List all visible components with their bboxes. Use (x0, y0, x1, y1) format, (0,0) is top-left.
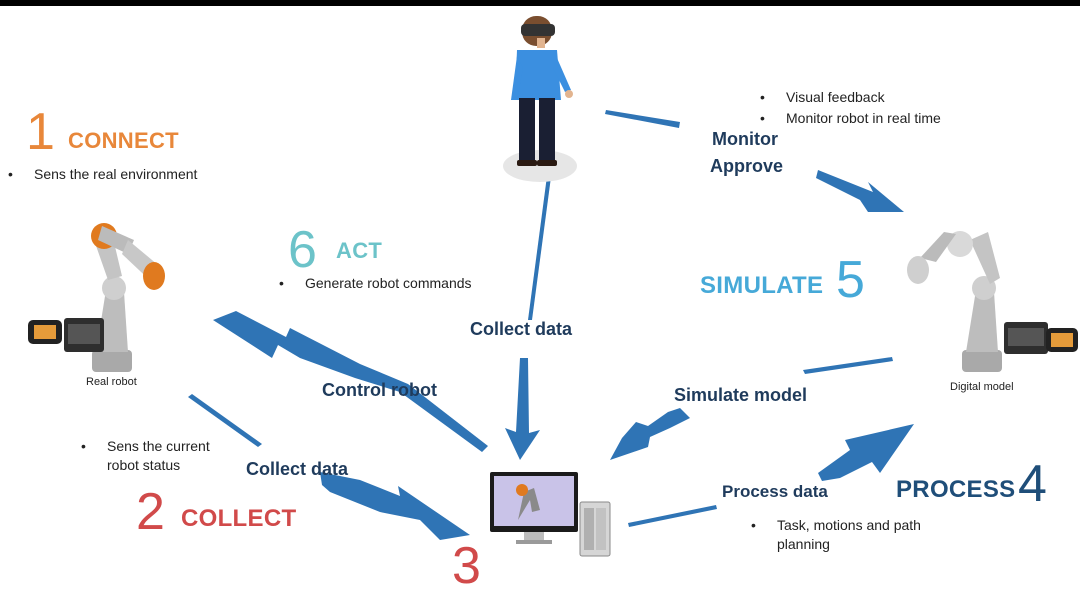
arrow-process-data (818, 424, 914, 481)
monitor-bullet-1: Visual feedback (760, 87, 884, 107)
step-1-number: 1 (26, 103, 55, 161)
connect-bullet: Sens the real environment (8, 164, 198, 184)
step-5-number: 5 (836, 251, 865, 309)
arrow-monitor-digital (816, 170, 904, 212)
step-6-title: ACT (336, 238, 383, 263)
arrow-collect-to-computer (505, 358, 540, 460)
digital-model-icon (907, 231, 1078, 372)
approve-label: Approve (710, 156, 784, 176)
real-robot-icon (28, 223, 165, 372)
arrow-operator-monitor (605, 110, 680, 128)
step-4-number: 4 (1018, 455, 1047, 513)
monitor-bullet-2: Monitor robot in real time (760, 108, 941, 128)
flow-simulate-model: Simulate model (674, 385, 808, 405)
arrow-control-robot (213, 311, 488, 452)
arrow-simulate-model (610, 408, 690, 460)
computer-icon (490, 472, 611, 557)
flow-collect-data-left: Collect data (246, 459, 349, 479)
act-bullet: Generate robot commands (279, 273, 471, 293)
collect-bullet-1: Sens the current (81, 436, 210, 456)
arrow-collect-left (320, 472, 470, 540)
real-robot-caption: Real robot (86, 376, 137, 388)
arrow-operator-computer (528, 176, 551, 320)
arrow-collect-left-thin (188, 394, 262, 447)
flow-arrows (188, 110, 914, 540)
arrow-simulate-thin (803, 357, 893, 374)
process-bullet-2: planning (777, 536, 830, 552)
top-border (0, 0, 1080, 6)
vr-operator-icon (503, 16, 577, 182)
digital-model-caption: Digital model (950, 381, 1014, 393)
step-4-title: PROCESS (896, 476, 1016, 503)
step-6-number: 6 (288, 221, 317, 279)
flow-control-robot: Control robot (322, 380, 437, 400)
flow-collect-data-top: Collect data (470, 319, 573, 339)
monitor-label: Monitor (712, 129, 778, 149)
arrow-process-thin (628, 505, 717, 527)
step-5-title: SIMULATE (700, 272, 824, 299)
step-1-title: CONNECT (68, 128, 179, 153)
step-2-title: COLLECT (181, 505, 297, 532)
step-2-number: 2 (136, 483, 165, 541)
step-3-number: 3 (452, 537, 481, 595)
collect-bullet-2: robot status (107, 457, 181, 473)
process-bullet-1: Task, motions and path (751, 515, 921, 535)
flow-process-data: Process data (722, 482, 828, 501)
